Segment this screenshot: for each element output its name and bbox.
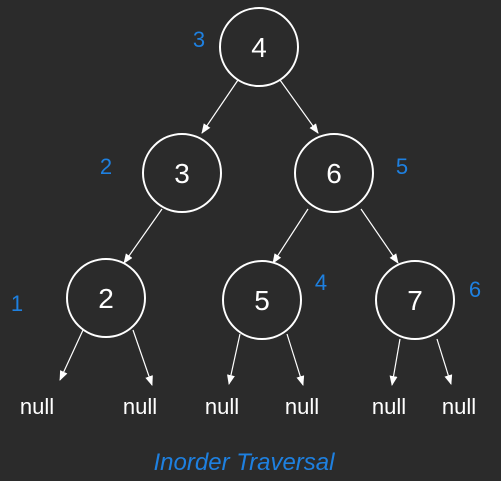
tree-node-4: 4 3 xyxy=(193,7,299,87)
visit-order-label: 4 xyxy=(315,270,327,295)
edge-6-to-5 xyxy=(272,208,309,264)
edge-4-to-6 xyxy=(279,79,319,134)
null-edges xyxy=(59,329,453,386)
edge-6-to-7 xyxy=(360,208,399,264)
tree-node-5: 5 4 xyxy=(222,260,327,340)
tree-node-3: 3 2 xyxy=(100,133,222,213)
visit-order-label: 5 xyxy=(396,154,408,179)
diagram-caption: Inorder Traversal xyxy=(154,449,336,476)
node-value: 2 xyxy=(98,283,114,314)
node-circle xyxy=(222,260,302,340)
edge-7-to-null-left xyxy=(389,338,401,386)
null-leaf: null xyxy=(372,394,406,419)
edge-2-to-null-left xyxy=(59,329,84,381)
null-leaf: null xyxy=(123,394,157,419)
visit-order-label: 3 xyxy=(193,27,205,52)
visit-order-label: 1 xyxy=(11,291,23,316)
null-leaf: null xyxy=(20,394,54,419)
node-circle xyxy=(219,7,299,87)
visit-order-label: 6 xyxy=(469,277,481,302)
node-circle xyxy=(66,258,146,338)
edge-2-to-null-right xyxy=(132,329,153,386)
node-circle xyxy=(294,133,374,213)
node-circle xyxy=(375,260,455,340)
node-value: 4 xyxy=(251,32,267,63)
node-value: 6 xyxy=(326,158,342,189)
null-leaf: null xyxy=(285,394,319,419)
null-leaf: null xyxy=(205,394,239,419)
visit-order-label: 2 xyxy=(100,154,112,179)
null-leaves: null null null null null null xyxy=(20,394,476,419)
node-circle xyxy=(142,133,222,213)
edge-7-to-null-right xyxy=(436,338,453,385)
edge-4-to-3 xyxy=(201,79,239,134)
edge-3-to-2 xyxy=(123,208,163,264)
tree-node-7: 7 6 xyxy=(375,260,481,340)
tree-edges xyxy=(123,79,399,264)
node-value: 5 xyxy=(254,285,270,316)
tree-node-6: 6 5 xyxy=(294,133,408,213)
node-value: 3 xyxy=(174,158,190,189)
node-value: 7 xyxy=(407,285,423,316)
tree-node-2: 2 1 xyxy=(11,258,146,338)
edge-5-to-null-right xyxy=(286,333,305,386)
null-leaf: null xyxy=(442,394,476,419)
edge-5-to-null-left xyxy=(227,333,241,385)
